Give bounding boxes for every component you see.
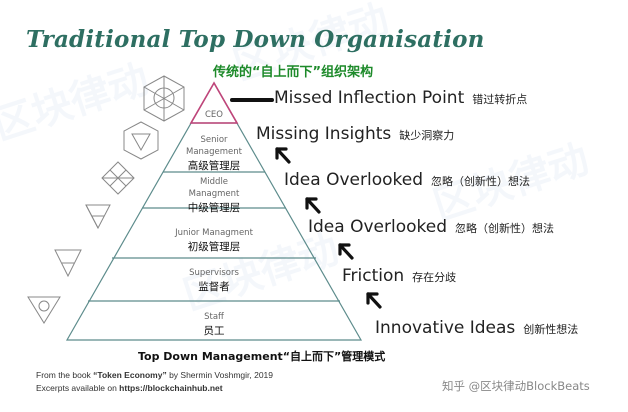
annotation-cn: 错过转折点 xyxy=(472,93,528,106)
arrow-icon xyxy=(338,243,354,260)
source-text: by Shermin Voshmgir, 2019 xyxy=(166,370,274,380)
source-line-excerpts: Excerpts available on https://blockchain… xyxy=(36,383,223,393)
level-label-cn: 员工 xyxy=(203,325,225,337)
level-label: Staff xyxy=(204,312,224,322)
level-label-cn: 监督者 xyxy=(198,281,230,293)
diamond-lattice-icon xyxy=(101,161,135,195)
level-supervisors: Supervisors 监督者 xyxy=(144,267,284,294)
level-middle: Middle Managment 中级管理层 xyxy=(164,176,264,215)
annotation-cn: 缺少洞察力 xyxy=(399,129,455,142)
annotation-idea-overlooked-2: Idea Overlooked 忽略（创新性）想法 xyxy=(308,217,554,237)
v-shape-icon xyxy=(54,249,82,278)
annotation-cn: 存在分歧 xyxy=(412,271,457,284)
zhihu-watermark: 知乎 @区块律动BlockBeats xyxy=(442,379,590,393)
annotation-cn: 创新性想法 xyxy=(523,323,579,336)
diagram-caption: Top Down Management“自上而下”管理模式 xyxy=(138,350,386,363)
level-label-cn: 中级管理层 xyxy=(187,202,241,214)
source-line-book: From the book “Token Economy” by Shermin… xyxy=(36,370,273,380)
level-label: CEO xyxy=(205,110,223,120)
level-label-cn: 初级管理层 xyxy=(187,241,241,253)
annotation-en: Friction xyxy=(342,266,405,286)
arrow-icon xyxy=(305,197,321,214)
triangle-lattice-icon xyxy=(85,204,111,230)
annotation-friction: Friction 存在分歧 xyxy=(342,266,456,286)
source-text: Excerpts available on xyxy=(36,383,120,393)
arrow-icon xyxy=(366,292,382,309)
annotation-en: Missing Insights xyxy=(256,124,392,144)
arrow-icon xyxy=(275,147,291,164)
annotation-missing-insights: Missing Insights 缺少洞察力 xyxy=(256,124,454,144)
level-ceo: CEO xyxy=(189,109,239,121)
polyhedron-icon xyxy=(143,75,185,122)
annotation-cn: 忽略（创新性）想法 xyxy=(431,175,530,188)
triangle-base-icon xyxy=(27,296,61,324)
annotation-en: Idea Overlooked xyxy=(284,170,423,190)
level-junior: Junior Managment 初级管理层 xyxy=(144,227,284,254)
level-label: Supervisors xyxy=(189,268,239,278)
level-staff: Staff 员工 xyxy=(144,311,284,338)
annotation-cn: 忽略（创新性）想法 xyxy=(455,222,554,235)
book-title: “Token Economy” xyxy=(93,370,167,380)
annotation-innovative-ideas: Innovative Ideas 创新性想法 xyxy=(375,318,578,338)
diagram-title: Traditional Top Down Organisation xyxy=(26,26,485,53)
annotation-missed-inflection: Missed Inflection Point 错过转折点 xyxy=(274,88,527,108)
level-label: Senior Management xyxy=(186,135,242,157)
annotation-idea-overlooked-1: Idea Overlooked 忽略（创新性）想法 xyxy=(284,170,530,190)
ceo-apex xyxy=(189,81,239,124)
level-label-cn: 高级管理层 xyxy=(187,160,241,172)
pyramid-outline xyxy=(65,81,363,341)
source-link[interactable]: https://blockchainhub.net xyxy=(119,383,223,393)
level-label: Junior Managment xyxy=(175,228,253,238)
annotation-en: Missed Inflection Point xyxy=(274,88,465,108)
annotation-en: Innovative Ideas xyxy=(375,318,516,338)
level-label: Middle Managment xyxy=(188,177,240,199)
source-text: From the book xyxy=(36,370,94,380)
hexagon-net-icon xyxy=(123,121,159,160)
annotation-en: Idea Overlooked xyxy=(308,217,447,237)
level-senior: Senior Management 高级管理层 xyxy=(164,134,264,173)
diagram-subtitle: 传统的“自上而下”组织架构 xyxy=(213,65,374,80)
